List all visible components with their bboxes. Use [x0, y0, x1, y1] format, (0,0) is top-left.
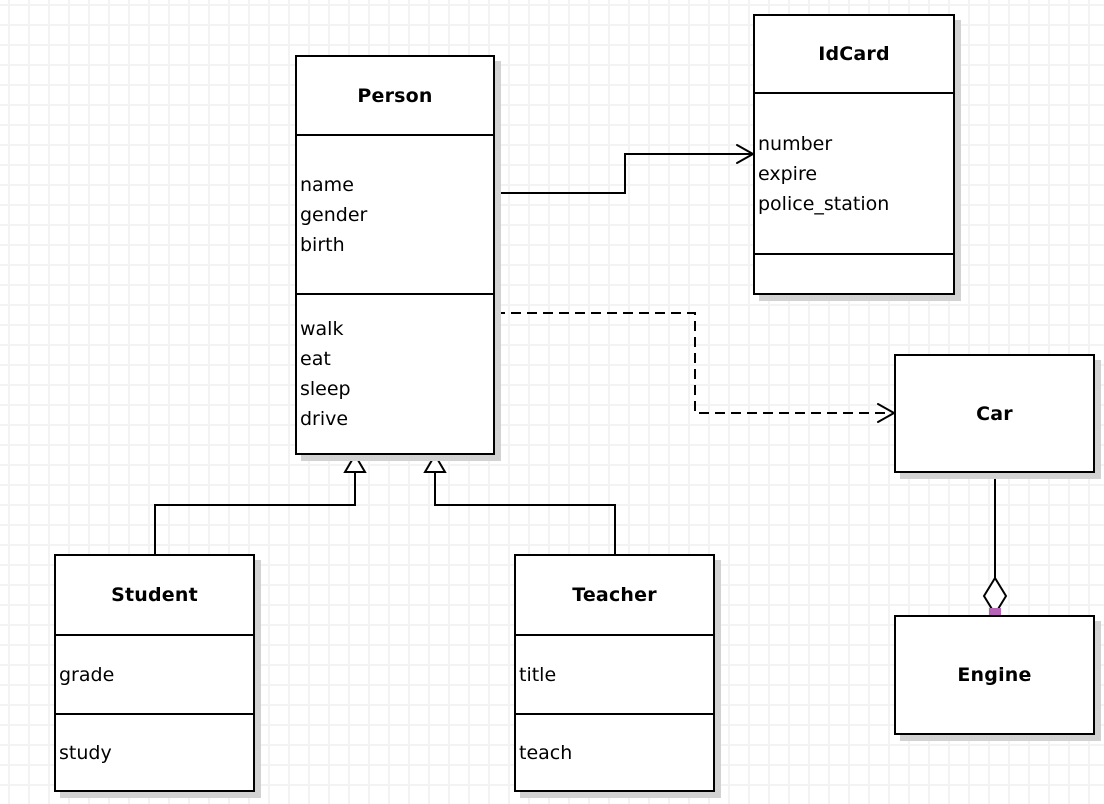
class-idcard-attributes: number expire police_station — [755, 92, 953, 253]
class-engine-title: Engine — [957, 664, 1032, 686]
method-label: eat — [300, 348, 331, 370]
method-label: sleep — [300, 378, 351, 400]
edge-line — [434, 472, 616, 554]
method-label: walk — [300, 318, 344, 340]
edge-line — [154, 472, 356, 554]
edge-association-person-idcard[interactable] — [495, 144, 754, 194]
edge-generalization-teacher-person[interactable] — [423, 453, 616, 554]
attribute-label: name — [300, 173, 354, 196]
class-engine[interactable]: Engine — [894, 615, 1095, 735]
attribute-label: expire — [758, 162, 818, 185]
edge-generalization-student-person[interactable] — [154, 453, 367, 554]
edge-line — [495, 153, 751, 194]
attribute-label: grade — [59, 663, 115, 686]
method-label: teach — [519, 741, 573, 764]
class-car-title: Car — [976, 402, 1013, 425]
class-person[interactable]: Person name gender birth walk eat sleep … — [295, 55, 495, 455]
hollow-triangle-icon — [423, 453, 447, 473]
edge-aggregation-car-engine[interactable] — [982, 467, 1008, 620]
class-idcard-title: IdCard — [818, 43, 890, 65]
class-person-methods: walk eat sleep drive — [297, 293, 493, 453]
class-car[interactable]: Car — [894, 354, 1095, 473]
attribute-label: gender — [300, 203, 368, 226]
class-student-methods: study — [56, 713, 253, 790]
class-teacher-methods: teach — [516, 713, 713, 790]
edge-line — [495, 312, 888, 414]
attribute-label: number — [758, 132, 833, 155]
class-teacher[interactable]: Teacher title teach — [514, 554, 715, 792]
class-idcard[interactable]: IdCard number expire police_station — [753, 14, 955, 295]
attribute-label: birth — [300, 233, 345, 256]
method-label: study — [59, 741, 112, 764]
attribute-label: police_station — [758, 192, 890, 215]
class-person-attributes: name gender birth — [297, 134, 493, 293]
class-teacher-attributes: title — [516, 634, 713, 713]
attribute-label: title — [519, 663, 557, 686]
edge-dependency-person-car[interactable] — [495, 312, 895, 423]
class-student[interactable]: Student grade study — [54, 554, 255, 792]
method-label: drive — [300, 408, 349, 430]
class-student-attributes: grade — [56, 634, 253, 713]
class-student-title: Student — [111, 584, 198, 606]
class-idcard-methods — [755, 253, 953, 293]
class-teacher-title: Teacher — [572, 584, 657, 606]
hollow-triangle-icon — [343, 453, 367, 473]
class-person-title: Person — [357, 84, 433, 107]
